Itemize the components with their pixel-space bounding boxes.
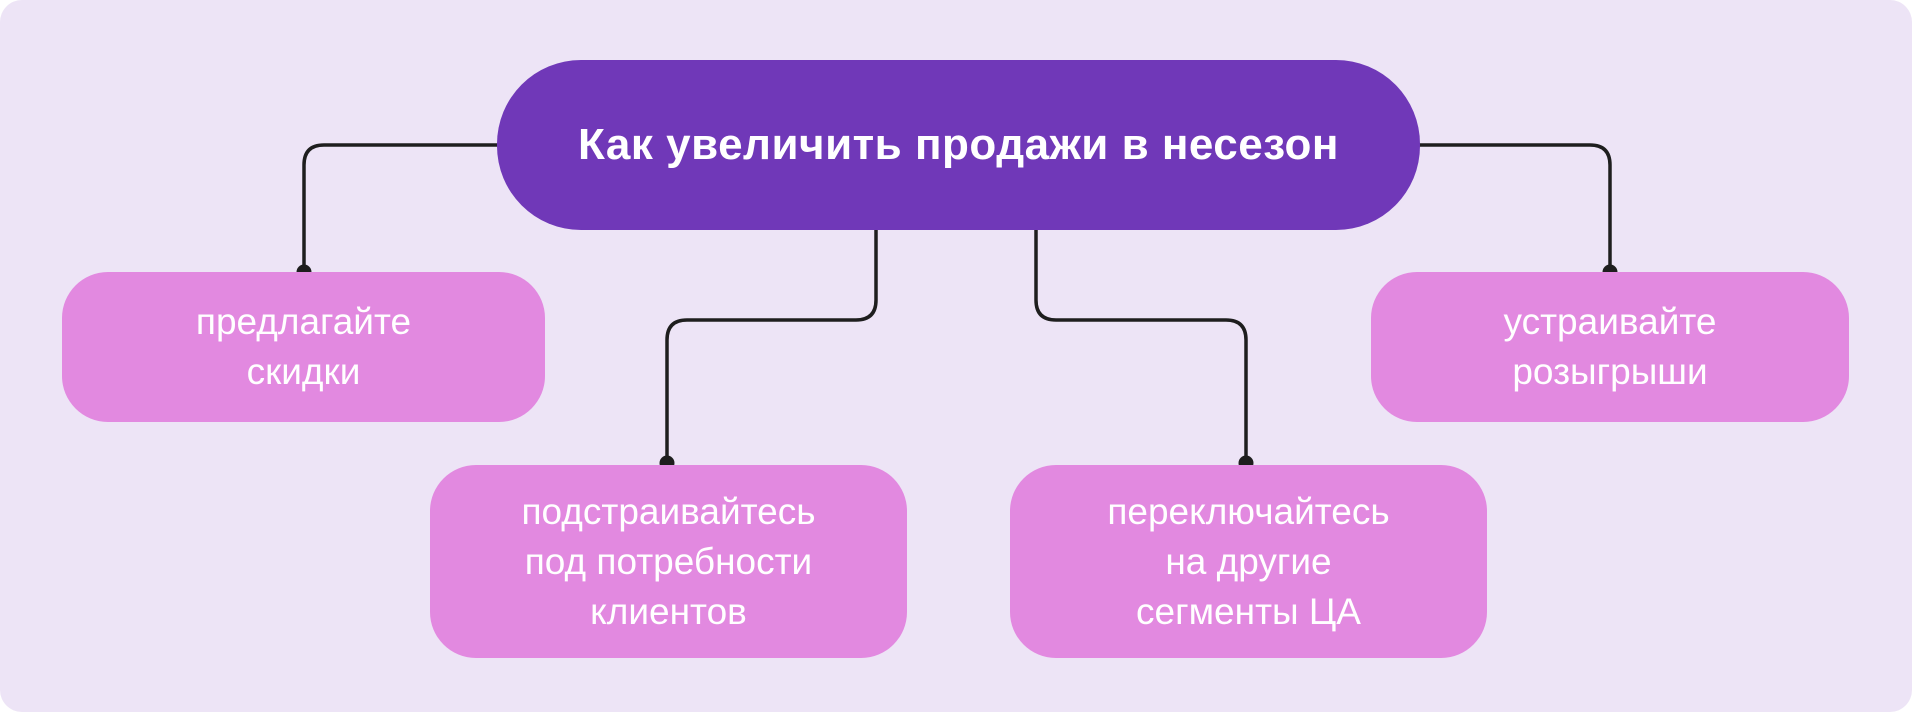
child-node-adapt-to-client-needs: подстраивайтесь под потребности клиентов [430, 465, 907, 658]
root-node-label: Как увеличить продажи в несезон [578, 120, 1339, 169]
connector-adapt-to-client-needs [665, 228, 878, 465]
connector-run-giveaways [1418, 143, 1612, 274]
connector-offer-discounts [302, 143, 499, 274]
child-node-switch-audience-segments: переключайтесь на другие сегменты ЦА [1010, 465, 1487, 658]
child-node-offer-discounts: предлагайте скидки [62, 272, 545, 422]
connector-switch-audience-segments [1034, 228, 1248, 465]
child-node-run-giveaways: устраивайте розыгрыши [1371, 272, 1849, 422]
child-node-label: переключайтесь на другие сегменты ЦА [1107, 490, 1390, 632]
root-node: Как увеличить продажи в несезон [497, 60, 1420, 230]
child-node-label: подстраивайтесь под потребности клиентов [521, 490, 816, 632]
child-node-label: предлагайте скидки [195, 301, 412, 392]
child-node-label: устраивайте розыгрыши [1503, 301, 1717, 392]
